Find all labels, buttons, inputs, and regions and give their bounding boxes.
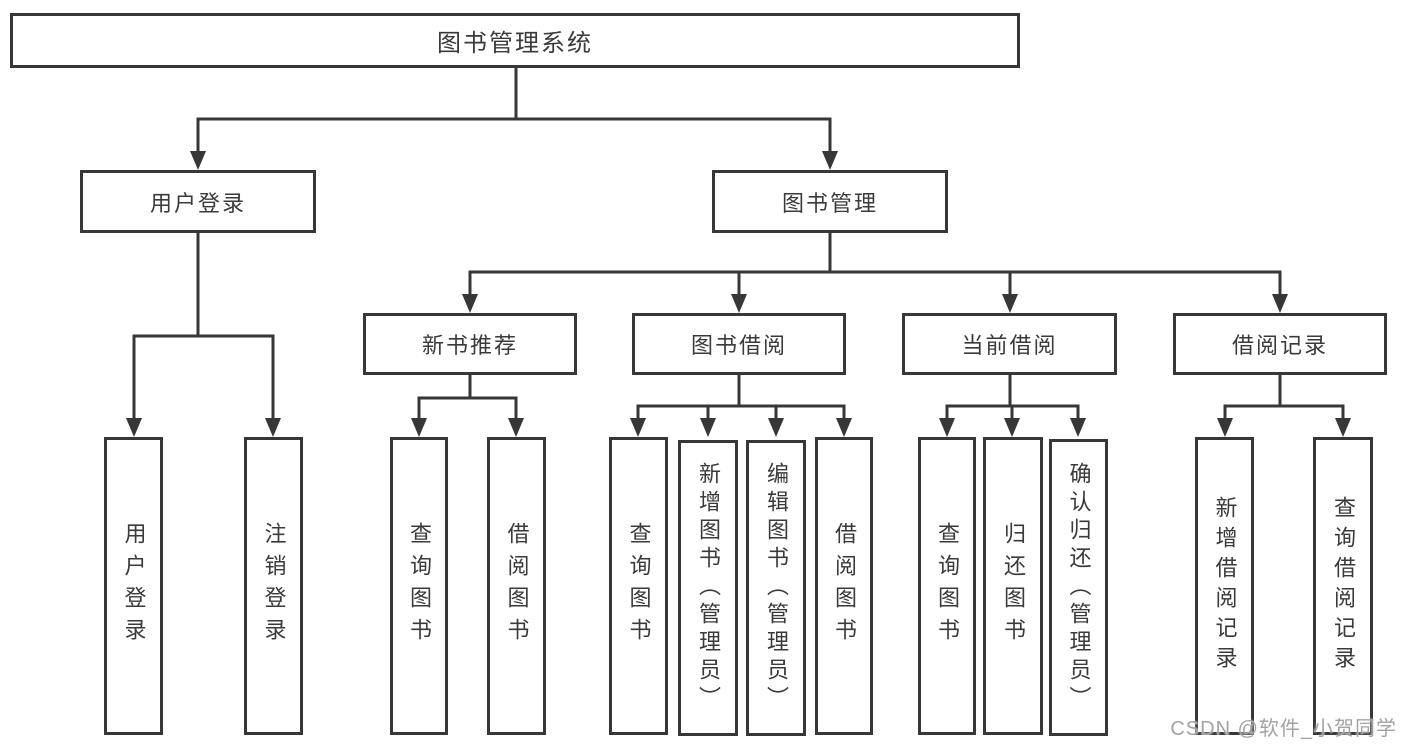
leaf-user-login: 用户登录 (104, 437, 163, 735)
leaf-newbooks-borrow-books: 借阅图书 (487, 437, 546, 735)
leaf-current-query-books: 查询图书 (918, 437, 976, 735)
leaf-current-return-books: 归还图书 (983, 437, 1043, 735)
node-current-borrowing: 当前借阅 (902, 313, 1117, 375)
leaf-borrowing-borrow-books: 借阅图书 (815, 437, 873, 735)
node-library-system: 图书管理系统 (10, 13, 1020, 68)
node-book-management: 图书管理 (712, 170, 948, 233)
leaf-borrowing-query-books: 查询图书 (609, 437, 668, 735)
leaf-current-confirm-return-admin: 确认归还（管理员） (1049, 439, 1108, 736)
leaf-borrowing-edit-books-admin: 编辑图书（管理员） (746, 440, 806, 736)
node-book-borrowing: 图书借阅 (632, 313, 846, 375)
node-borrowing-records: 借阅记录 (1173, 313, 1387, 375)
node-user-login: 用户登录 (80, 170, 316, 233)
leaf-borrowing-add-books-admin: 新增图书（管理员） (678, 440, 738, 736)
csdn-watermark: CSDN @软件_小贺同学 (1170, 718, 1397, 740)
leaf-logout: 注销登录 (244, 437, 303, 735)
leaf-newbooks-query-books: 查询图书 (390, 437, 448, 735)
leaf-records-add-record: 新增借阅记录 (1195, 437, 1254, 735)
node-new-book-recommendation: 新书推荐 (363, 313, 577, 375)
leaf-records-query-record: 查询借阅记录 (1313, 437, 1373, 735)
